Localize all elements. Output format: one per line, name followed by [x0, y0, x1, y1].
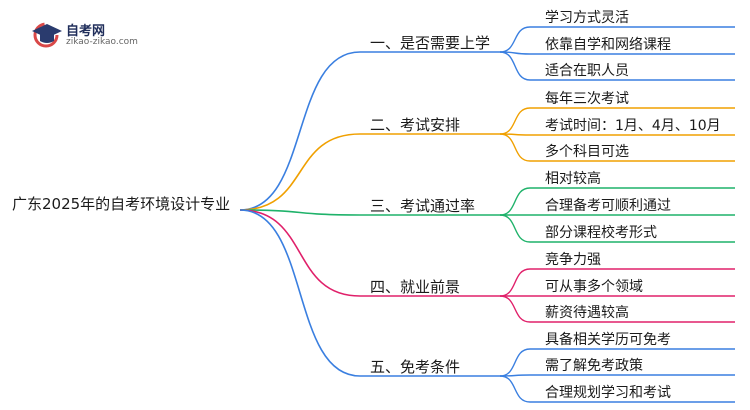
leaf-3-2: 合理备考可顺利通过 — [545, 198, 671, 214]
connector-root-branch-3 — [239, 209, 361, 216]
leaf-2-2: 考试时间：1月、4月、10月 — [545, 118, 721, 134]
connector-root-branch-1 — [239, 51, 361, 211]
leaf-2-3: 多个科目可选 — [545, 144, 629, 160]
leaf-1-1: 学习方式灵活 — [545, 10, 629, 26]
leaf-5-3: 合理规划学习和考试 — [545, 385, 671, 401]
connector-branch-5-leaf-1 — [499, 348, 531, 377]
leaf-2-1: 每年三次考试 — [545, 91, 629, 107]
connector-root-branch-5 — [239, 209, 361, 377]
connector-branch-2-leaf-3 — [499, 133, 531, 162]
connector-branch-3-leaf-3 — [499, 214, 531, 243]
branch-3-label: 三、考试通过率 — [370, 197, 476, 215]
leaf-5-1: 具备相关学历可免考 — [545, 332, 671, 348]
connector-branch-1-leaf-1 — [499, 26, 531, 53]
branch-5-label: 五、免考条件 — [370, 358, 461, 376]
mindmap-links — [239, 26, 735, 403]
connector-root-branch-2 — [239, 133, 361, 211]
connector-branch-1-leaf-3 — [499, 51, 531, 81]
root-topic: 广东2025年的自考环境设计专业 — [12, 195, 231, 213]
connector-branch-5-leaf-3 — [499, 375, 531, 403]
branch-4-label: 四、就业前景 — [370, 278, 461, 296]
branch-1-label: 一、是否需要上学 — [370, 34, 491, 52]
leaf-5-2: 需了解免考政策 — [545, 358, 643, 374]
branch-2-label: 二、考试安排 — [370, 116, 461, 134]
leaf-1-3: 适合在职人员 — [545, 63, 629, 79]
leaf-4-3: 薪资待遇较高 — [545, 305, 629, 321]
leaf-4-2: 可从事多个领域 — [545, 279, 643, 295]
connector-branch-4-leaf-1 — [499, 268, 531, 297]
leaf-4-1: 竞争力强 — [545, 252, 601, 268]
connector-root-branch-4 — [239, 209, 361, 297]
connector-branch-3-leaf-1 — [499, 187, 531, 216]
leaf-1-2: 依靠自学和网络课程 — [545, 37, 671, 53]
leaf-3-1: 相对较高 — [545, 171, 601, 187]
logo-name: 自考网 — [66, 24, 106, 39]
logo-url: zikao-zikao.com — [66, 37, 138, 47]
connector-branch-4-leaf-3 — [499, 295, 531, 323]
graduation-cap-icon — [32, 22, 62, 48]
leaf-3-3: 部分课程校考形式 — [545, 225, 657, 241]
connector-branch-2-leaf-1 — [499, 107, 531, 135]
